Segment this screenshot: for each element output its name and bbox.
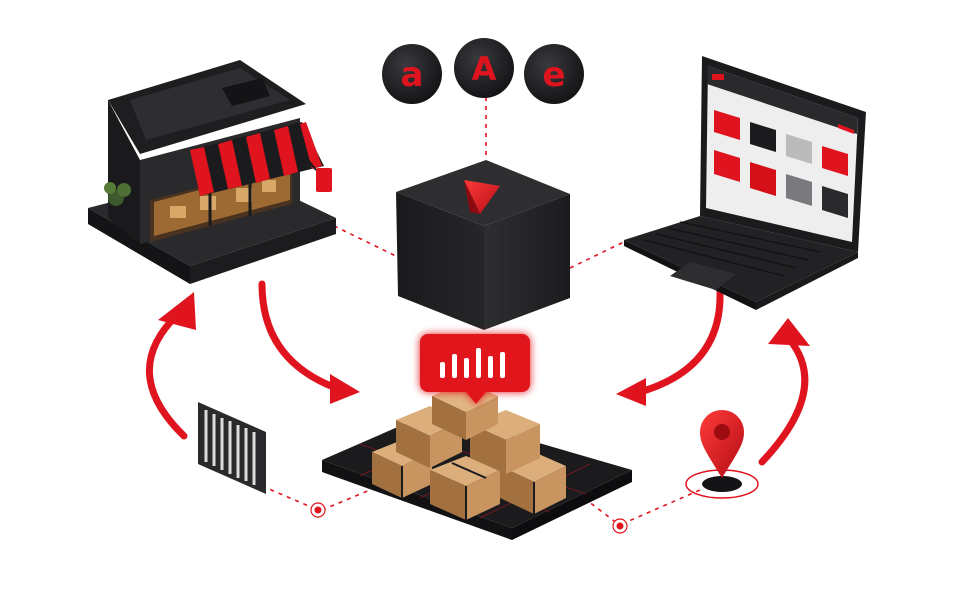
keyboard <box>643 221 821 277</box>
arrow-location-to-laptop-icon <box>758 336 809 466</box>
arrow-store-to-warehouse-icon <box>258 280 340 392</box>
flow-arrows <box>145 280 809 466</box>
laptop <box>624 56 866 310</box>
store-sign <box>316 168 332 192</box>
trackpad <box>670 262 736 290</box>
connector-lines <box>261 97 701 525</box>
arrow-heads <box>158 292 810 406</box>
svg-text:A: A <box>472 50 497 88</box>
signal-badge <box>420 334 530 404</box>
logo-icon <box>464 180 500 214</box>
currency-a-icon: a <box>382 44 442 104</box>
svg-text:e: e <box>542 55 565 95</box>
arrow-barcode-to-store-icon <box>145 310 188 440</box>
storefront <box>88 60 336 284</box>
product-grid <box>714 110 848 218</box>
store-window <box>150 164 292 242</box>
connector-dots <box>310 502 628 534</box>
plant-icon <box>104 182 131 206</box>
svg-text:a: a <box>401 55 424 95</box>
currency-a-icon: A <box>454 38 514 98</box>
central-hub-cube <box>396 160 570 330</box>
signal-bars-icon <box>440 348 505 378</box>
barcode-icon <box>198 402 266 494</box>
arrow-laptop-to-warehouse-icon <box>636 288 724 396</box>
map-pin-icon <box>700 410 744 478</box>
warehouse-packages <box>322 382 632 540</box>
location <box>685 410 759 499</box>
store-awning <box>190 122 324 196</box>
currency-coins: a A e <box>382 38 584 104</box>
currency-e-icon: e <box>524 44 584 104</box>
